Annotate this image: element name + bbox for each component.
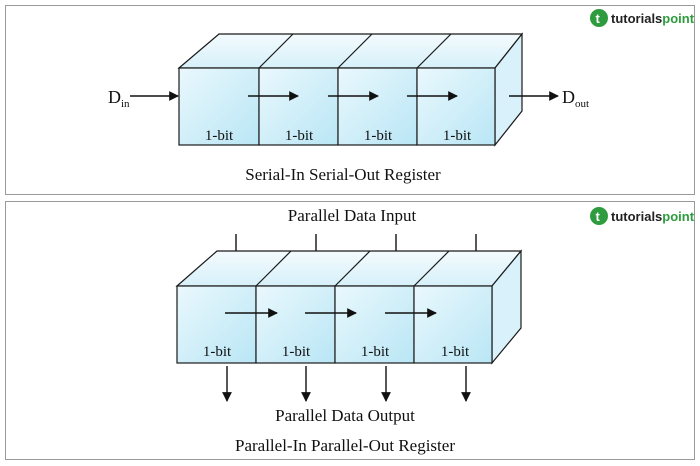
cell-label: 1-bit (285, 128, 314, 144)
siso-diagram: t tutorialspoint 1-bit 1-bit 1-bit 1-bit… (108, 9, 695, 184)
pipo-panel: t tutorialspoint Parallel Data Input 1-b… (5, 201, 695, 460)
logo-badge-icon (590, 207, 608, 225)
siso-panel: t tutorialspoint 1-bit 1-bit 1-bit 1-bit… (5, 5, 695, 195)
register-cell (178, 67, 260, 146)
svg-text:t: t (596, 209, 601, 224)
register-cell (416, 67, 496, 146)
cell-label: 1-bit (364, 128, 393, 144)
logo-text-part1: tutorials (611, 209, 662, 224)
register-cell (255, 285, 336, 364)
register-cell (413, 285, 493, 364)
serial-output-label: Dout (562, 87, 589, 110)
register-cell (337, 67, 418, 146)
siso-caption: Serial-In Serial-Out Register (245, 165, 441, 184)
cell-label: 1-bit (282, 344, 311, 360)
pipo-caption: Parallel-In Parallel-Out Register (235, 436, 455, 455)
tutorialspoint-logo: t tutorialspoint (590, 9, 695, 27)
svg-text:tutorialspoint: tutorialspoint (611, 209, 695, 224)
register-top-face (175, 250, 523, 287)
register-cell (334, 285, 415, 364)
pipo-diagram: t tutorialspoint Parallel Data Input 1-b… (175, 206, 695, 455)
register-cell (258, 67, 339, 146)
cell-label: 1-bit (443, 128, 472, 144)
cell-label: 1-bit (361, 344, 390, 360)
register-top-face (177, 33, 524, 69)
cell-label: 1-bit (205, 128, 234, 144)
logo-badge-icon (590, 9, 608, 27)
logo-text-part2: point (662, 11, 694, 26)
svg-text:t: t (596, 11, 601, 26)
cell-label: 1-bit (441, 344, 470, 360)
logo-text-part1: tutorials (611, 11, 662, 26)
logo-text-part2: point (662, 209, 694, 224)
register-cell (176, 285, 257, 364)
serial-input-label: Din (108, 87, 130, 110)
parallel-output-label: Parallel Data Output (275, 406, 415, 425)
tutorialspoint-logo: t tutorialspoint (590, 207, 695, 225)
parallel-input-label: Parallel Data Input (288, 206, 417, 225)
svg-text:tutorialspoint: tutorialspoint (611, 11, 695, 26)
cell-label: 1-bit (203, 344, 232, 360)
